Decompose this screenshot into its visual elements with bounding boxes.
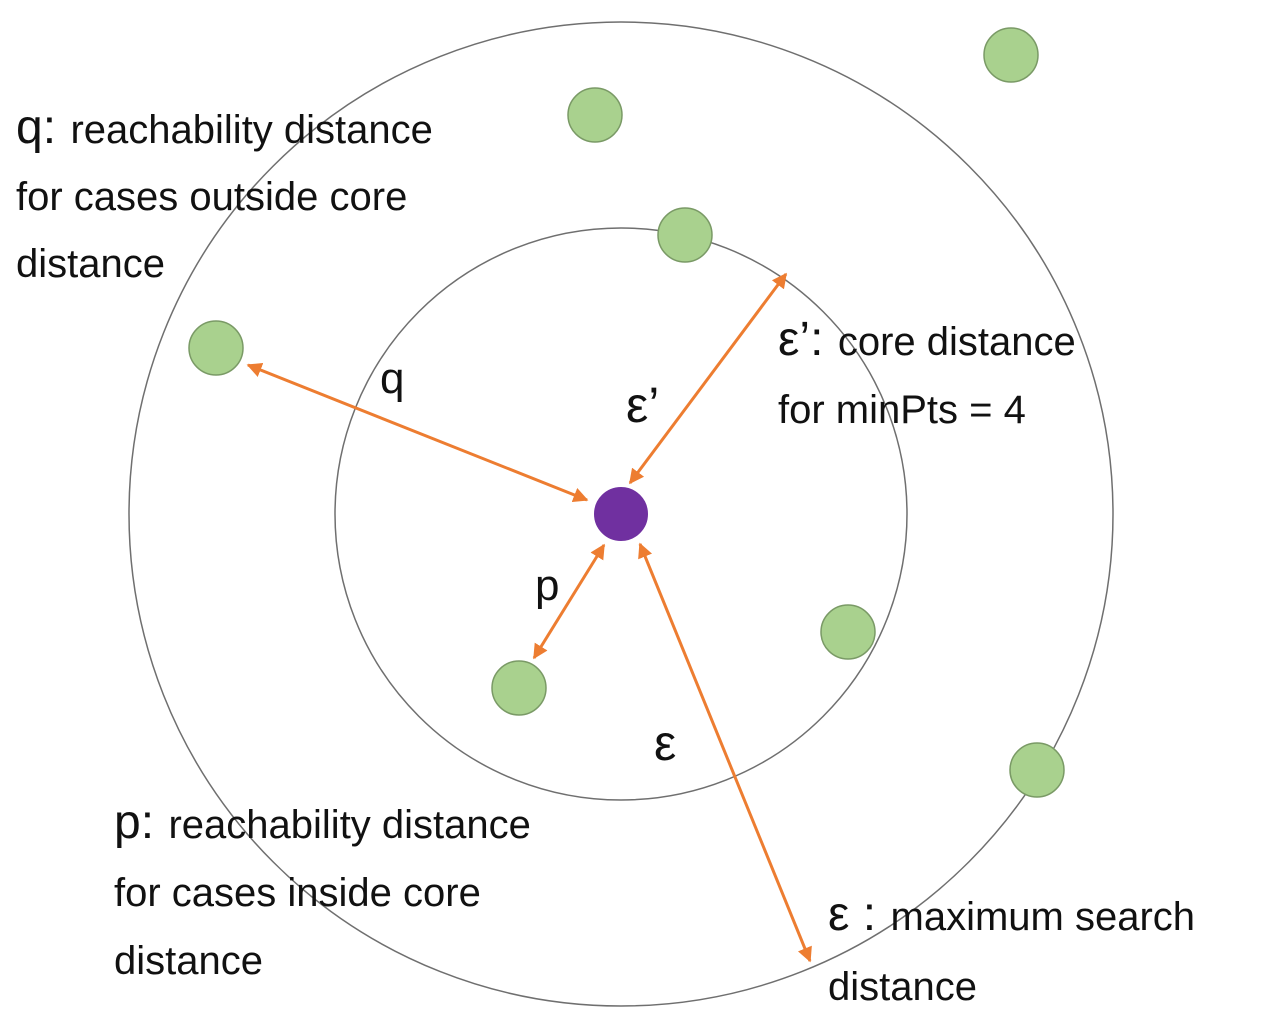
neighbor-point <box>657 207 713 263</box>
annotation-p: p: reachability distance for cases insid… <box>114 796 531 983</box>
annotation-eps-prime: ε’: core distance for minPts = 4 <box>778 313 1076 432</box>
annotation-eps: ε : maximum search distance <box>828 888 1195 1009</box>
neighbor-point <box>567 87 623 143</box>
annotation-p-line1: reachability distance <box>168 803 530 847</box>
neighbor-point <box>1009 742 1065 798</box>
arrow-eps <box>638 542 812 963</box>
annotation-q-line3: distance <box>16 242 165 286</box>
annotation-p-line2: for cases inside core <box>114 871 481 915</box>
arrow-label-p: p <box>535 561 559 610</box>
annotation-q-line2: for cases outside core <box>16 175 407 219</box>
core-point <box>592 485 650 543</box>
annotation-p-symbol: p: <box>114 796 154 849</box>
neighbor-point-p <box>491 660 547 716</box>
annotation-eps-line2: distance <box>828 965 977 1009</box>
annotation-p-line3: distance <box>114 939 263 983</box>
arrow-eps-prime <box>628 272 788 485</box>
svg-text:ε’: core distance: ε’: core distance <box>778 313 1076 366</box>
arrow-q <box>246 363 589 502</box>
annotation-q-symbol: q: <box>16 101 56 154</box>
arrow-label-eps-prime: ε’ <box>626 377 659 433</box>
annotation-q-line1: reachability distance <box>70 108 432 152</box>
inner-circle-core-distance <box>334 227 908 801</box>
annotation-eps-prime-line1: core distance <box>838 320 1076 364</box>
neighbor-point <box>983 27 1039 83</box>
annotation-eps-prime-symbol: ε’: <box>778 313 823 366</box>
arrow-label-q: q <box>380 354 404 403</box>
svg-text:ε : maximum search: ε : maximum search <box>828 888 1195 941</box>
annotation-eps-symbol: ε : <box>828 888 876 941</box>
annotation-eps-prime-line2: for minPts = 4 <box>778 388 1026 432</box>
svg-text:p: reachability distance: p: reachability distance <box>114 796 531 849</box>
arrow-p <box>532 543 606 660</box>
arrow-label-eps: ε <box>654 715 676 771</box>
svg-text:q: reachability distance: q: reachability distance <box>16 101 433 154</box>
neighbor-point-q <box>188 320 244 376</box>
annotation-q: q: reachability distance for cases outsi… <box>16 101 433 286</box>
neighbor-point <box>820 604 876 660</box>
outer-circle-max-search <box>128 21 1114 1007</box>
annotation-eps-line1: maximum search <box>891 895 1196 939</box>
